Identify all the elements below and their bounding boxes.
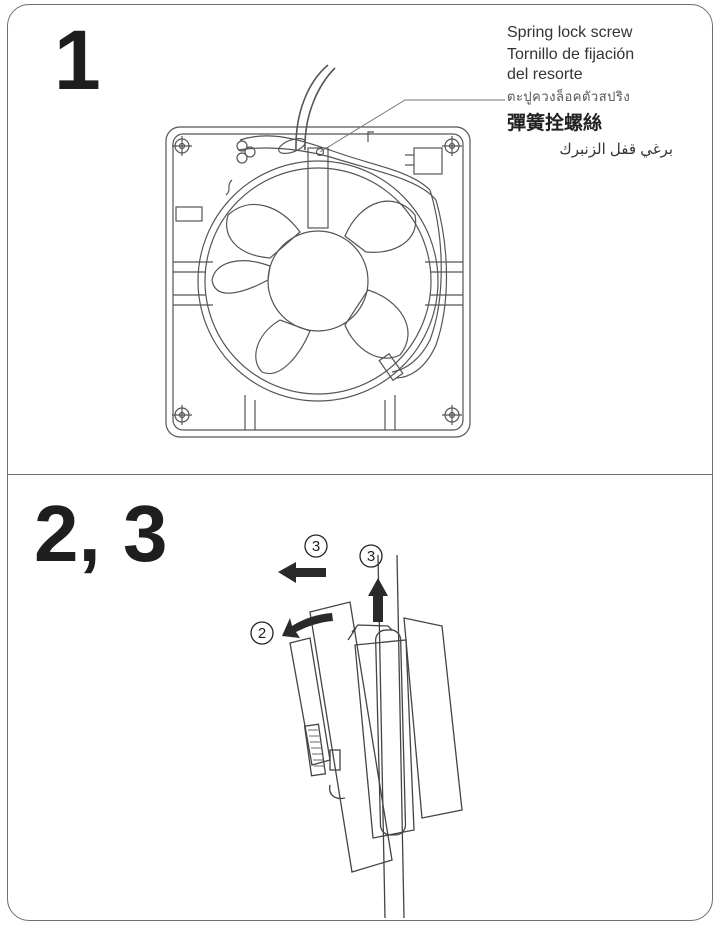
instruction-sheet (7, 4, 713, 921)
callout-number-3-left: 3 (312, 538, 320, 555)
arrow-left-pull (278, 562, 326, 583)
arrow-rotate-tilt (282, 613, 333, 638)
fan-frame-outer (165, 126, 471, 438)
callout-circle-2 (250, 621, 274, 645)
frame-slot (175, 206, 203, 222)
fan-motor-bracket (307, 147, 329, 229)
mounting-screw-top-left (172, 136, 192, 156)
mounting-screw-bottom-left (172, 405, 192, 425)
fan-blade-3 (344, 289, 409, 359)
label-english: Spring lock screw (507, 24, 633, 41)
label-thai: ตะปูควงล็อคตัวสปริง (507, 89, 631, 104)
mounting-screw-top-right (442, 136, 462, 156)
fan-frame-inner (172, 133, 464, 431)
step-number-1: 1 (54, 13, 101, 107)
label-leader-line (319, 99, 505, 153)
label-spanish-line2: del resorte (507, 66, 583, 83)
callout-number-2: 2 (258, 625, 266, 642)
callout-circle-3-right (359, 544, 383, 568)
section-divider (7, 474, 713, 475)
mounting-screw-bottom-right (442, 405, 462, 425)
fan-housing (403, 617, 463, 819)
fan-blade-2 (344, 200, 417, 253)
motor-gear (303, 723, 327, 777)
wall-sleeve (374, 629, 407, 836)
label-spanish-line1: Tornillo de fijación (507, 46, 635, 63)
cable-clamp (378, 352, 404, 382)
spring-lock-screw (278, 138, 306, 154)
connector-block (413, 147, 443, 175)
callout-number-3-right: 3 (367, 548, 375, 565)
callout-circle-3-left (304, 534, 328, 558)
fan-side-view-illustration (289, 554, 463, 919)
fan-hub (267, 230, 369, 332)
front-grille-panel (309, 601, 393, 873)
fan-blade-1 (226, 203, 301, 259)
label-chinese: 彈簧拴螺絲 (507, 113, 603, 134)
fan-ring-outer (197, 160, 439, 402)
label-arabic: برغي قفل الزنبرك (559, 141, 673, 158)
fan-blade-4 (255, 319, 311, 375)
terminal-screw (236, 140, 248, 152)
spring-lock-screw-label: Spring lock screw Tornillo de fijación d… (507, 22, 707, 161)
step-number-2-3: 2, 3 (34, 489, 168, 578)
fan-blade-5 (211, 260, 271, 294)
arrow-up-lift (368, 578, 388, 622)
